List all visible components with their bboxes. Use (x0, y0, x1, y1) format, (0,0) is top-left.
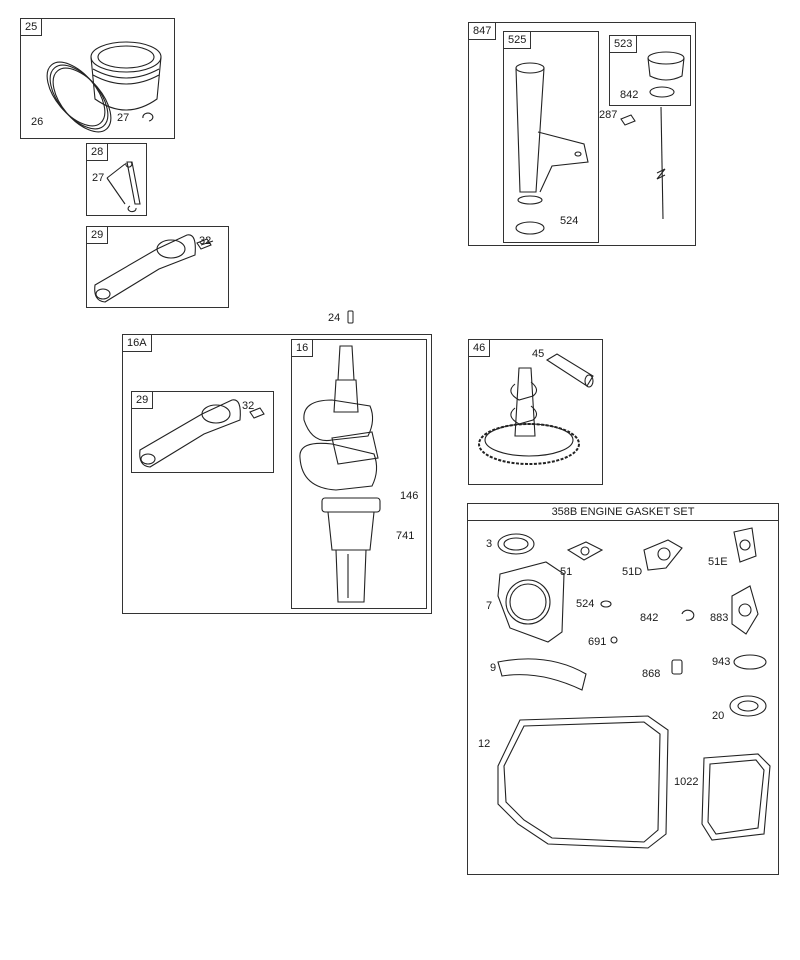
camshaft-lifter-label: 45 (532, 348, 545, 360)
gasket-set-box: 358B ENGINE GASKET SET 3 51 51D 51E 7 52… (467, 503, 779, 875)
crankshaft-box: 16 146 741 (291, 339, 427, 609)
gasket-part-1022-label: 1022 (674, 776, 699, 788)
rod-bolt-label: 32 (199, 235, 212, 247)
gasket-part-868-label: 868 (642, 668, 661, 680)
connecting-rod-drawing (94, 234, 214, 303)
rod-group-box: 29 32 (86, 226, 229, 308)
gasket-part-7-label: 7 (486, 600, 493, 612)
gasket-part-51e-label: 51E (708, 556, 728, 568)
camshaft-drawing (478, 353, 594, 465)
crank-kit-rod-box: 29 32 (131, 391, 274, 473)
gasket-part-51d-label: 51D (622, 566, 643, 578)
piston-group-tag: 25 (21, 19, 43, 36)
crankshaft-drawing (299, 345, 381, 603)
piston-clip-label: 27 (117, 112, 130, 124)
key-part-label: 24 (328, 312, 341, 324)
gasket-part-20-label: 20 (712, 710, 725, 722)
pin-group-box: 28 27 (86, 143, 147, 216)
piston-drawing (46, 41, 162, 133)
key-icon (347, 310, 354, 324)
dipstick-cap-drawing (647, 51, 685, 98)
camshaft-group-tag: 46 (469, 340, 491, 357)
gasket-part-883-label: 883 (710, 612, 729, 624)
tube-seal-label: 524 (560, 215, 579, 227)
dipstick-tube-drawing (515, 62, 589, 235)
gasket-set-title: 358B ENGINE GASKET SET (468, 504, 778, 521)
piston-pin-drawing (106, 161, 141, 213)
pin-group-tag: 28 (87, 144, 109, 161)
gasket-set-drawing (497, 527, 771, 849)
crankshaft-tag: 16 (292, 340, 314, 357)
crank-kit-rod-bolt-label: 32 (242, 400, 255, 412)
crank-kit-rod-drawing (139, 399, 265, 468)
gasket-part-842-label: 842 (640, 612, 659, 624)
rod-group-tag: 29 (87, 227, 109, 244)
dipstick-group-tag: 847 (469, 23, 497, 40)
dipstick-screw-label: 287 (599, 109, 618, 121)
crank-kit-box: 16A 29 32 16 (122, 334, 432, 614)
dipstick-group-box: 847 525 524 523 842 (468, 22, 696, 246)
pin-clips-label: 27 (92, 172, 105, 184)
gasket-part-691-label: 691 (588, 636, 607, 648)
cap-box: 523 842 (609, 35, 691, 106)
piston-group-box: 25 26 27 (20, 18, 175, 139)
crankshaft-key-label: 741 (396, 530, 415, 542)
gasket-part-51-label: 51 (560, 566, 573, 578)
cap-tag: 523 (610, 36, 638, 53)
gasket-part-3-label: 3 (486, 538, 493, 550)
gasket-part-524-label: 524 (576, 598, 595, 610)
tube-box: 525 524 (503, 31, 599, 243)
dipstick-rod-drawing (620, 106, 666, 220)
gasket-part-943-label: 943 (712, 656, 731, 668)
camshaft-group-box: 46 45 (468, 339, 603, 485)
gasket-part-12-label: 12 (478, 738, 491, 750)
gasket-part-9-label: 9 (490, 662, 497, 674)
crank-kit-rod-tag: 29 (132, 392, 154, 409)
tube-tag: 525 (504, 32, 532, 49)
piston-rings-label: 26 (31, 116, 44, 128)
crankshaft-gear-label: 146 (400, 490, 419, 502)
cap-oring-label: 842 (620, 89, 639, 101)
crank-kit-tag: 16A (123, 335, 152, 352)
